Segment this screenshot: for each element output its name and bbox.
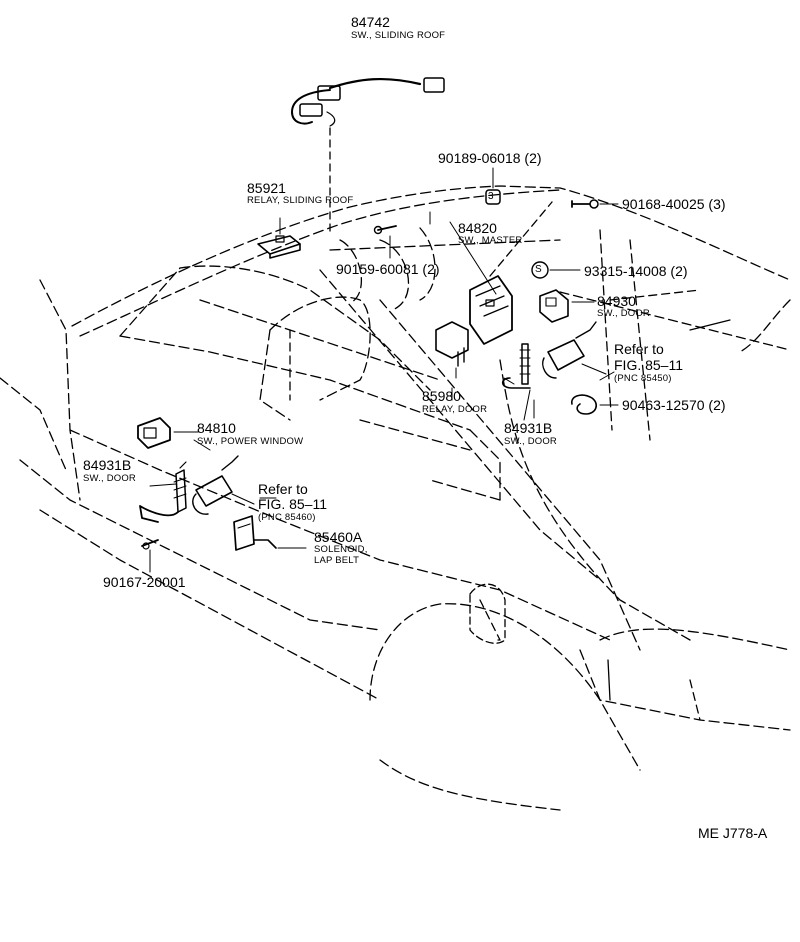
- part-number-84810: 84810: [197, 420, 236, 436]
- screw-90168: [571, 199, 619, 209]
- part-desc-85460A-1: SOLENOID,: [314, 544, 368, 555]
- part-desc-85980: RELAY, DOOR: [422, 404, 488, 415]
- window-frames: [119, 265, 501, 501]
- part-number-85460A: 85460A: [314, 529, 363, 545]
- left-door-switch-84931B: [139, 461, 187, 523]
- part-number-85921: 85921: [247, 180, 286, 196]
- part-number-90189: 90189-06018 (2): [438, 150, 542, 166]
- part-number-84820: 84820: [458, 220, 497, 236]
- refer-pnc-left: (PNC 85460): [258, 512, 316, 523]
- part-number-84931B-left: 84931B: [83, 457, 132, 473]
- refer-to-left: Refer to: [258, 481, 308, 497]
- part-number-84931B-right: 84931B: [504, 420, 553, 436]
- sliding-roof-switch-harness: [291, 77, 445, 236]
- master-switch: [449, 201, 553, 345]
- right-lock-solenoid: [542, 321, 607, 379]
- part-desc-85921: RELAY, SLIDING ROOF: [247, 195, 354, 206]
- right-door-switch-84931B: [501, 343, 531, 421]
- right-door-switch-84930: [539, 289, 595, 323]
- part-desc-84931B-right: SW., DOOR: [504, 436, 557, 447]
- power-window-switch-84810: [137, 417, 199, 449]
- leader-lines: [193, 211, 615, 499]
- clip-marker-3: 3: [488, 191, 494, 202]
- rear-seat: [259, 227, 436, 421]
- part-desc-84742: SW., SLIDING ROOF: [351, 30, 446, 41]
- screw-marker-s: S: [535, 264, 542, 275]
- part-desc-84810: SW., POWER WINDOW: [197, 436, 304, 447]
- part-number-90168: 90168-40025 (3): [622, 196, 726, 212]
- part-number-84742: 84742: [351, 14, 390, 30]
- part-number-84930: 84930: [597, 293, 636, 309]
- screw-90167: [141, 539, 159, 573]
- refer-fig-left: FIG. 85–11: [258, 496, 328, 512]
- wire-clamp-90463: [571, 394, 619, 415]
- screw-90159: [373, 225, 397, 259]
- refer-to-right: Refer to: [614, 341, 664, 357]
- clip-90189: [485, 167, 501, 205]
- refer-fig-right: FIG. 85–11: [614, 357, 684, 373]
- part-desc-84820: SW., MASTER: [458, 235, 523, 246]
- rear-wheel-arch: [369, 583, 641, 811]
- drawing-code: ME J778-A: [698, 825, 768, 841]
- refer-pnc-right: (PNC 85450): [614, 373, 672, 384]
- rear-end: [579, 628, 791, 731]
- roof-outline: [71, 185, 791, 441]
- part-number-93315: 93315-14008 (2): [584, 263, 688, 279]
- part-desc-84930: SW., DOOR: [597, 308, 650, 319]
- left-lock-solenoid: [192, 455, 255, 515]
- part-number-90159: 90159-60081 (2): [336, 261, 440, 277]
- lap-belt-solenoid-85460A: [233, 515, 307, 551]
- part-desc-85460A-2: LAP BELT: [314, 555, 360, 566]
- sliding-roof-relay: [257, 217, 301, 259]
- part-number-85980: 85980: [422, 388, 461, 404]
- part-number-90463: 90463-12570 (2): [622, 397, 726, 413]
- door-relay: [435, 321, 469, 379]
- part-number-90167: 90167-20001: [103, 574, 186, 590]
- body-panels: [0, 239, 691, 701]
- screw-marker-93315: [531, 261, 581, 279]
- part-desc-84931B-left: SW., DOOR: [83, 473, 136, 484]
